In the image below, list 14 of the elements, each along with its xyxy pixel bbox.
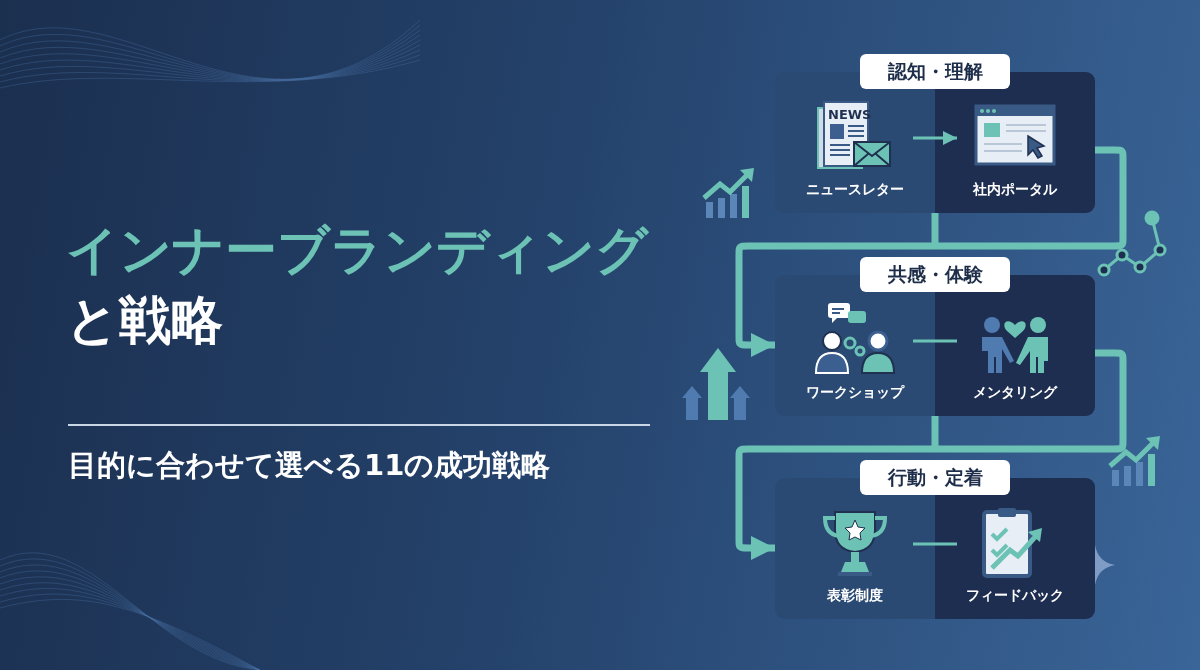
- item-label: メンタリング: [972, 384, 1059, 402]
- item-label: 社内ポータル: [972, 181, 1058, 199]
- connector-line: [913, 339, 957, 343]
- item-label: ニュースレター: [805, 181, 905, 199]
- item-label: フィードバック: [965, 587, 1065, 605]
- arrow: [913, 131, 957, 145]
- item-label: ワークショップ: [805, 384, 906, 402]
- stage-heading: 行動・定着: [860, 460, 1010, 495]
- stage-heading: 認知・理解: [860, 54, 1010, 89]
- item-label: 表彰制度: [826, 587, 884, 605]
- stage-heading: 共感・体験: [860, 257, 1010, 292]
- subtitle: 目的に合わせて選べる11の成功戦略: [68, 447, 551, 484]
- connector-line: [913, 542, 957, 546]
- title: インナーブランディングと戦略: [66, 219, 650, 353]
